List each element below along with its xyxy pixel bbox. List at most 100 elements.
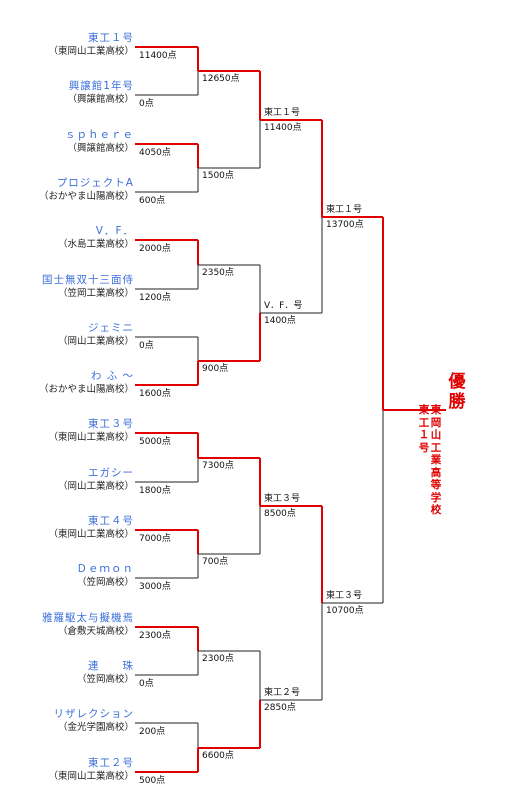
team-name: エガシー: [88, 467, 134, 479]
team-entry: 東工１号 （東岡山工業高校）: [48, 31, 134, 59]
team-entry: V．F． （水島工業高校）: [58, 224, 134, 252]
champion-school-char: 業: [430, 454, 442, 466]
round3-team: V．F．号: [264, 301, 303, 311]
team-score: 4050点: [139, 148, 171, 158]
team-school: （おかやま山陽高校）: [38, 384, 134, 395]
team-school: （岡山工業高校）: [57, 481, 134, 492]
team-name: わ ふ ～: [90, 370, 134, 382]
champion-team-char: １: [418, 429, 430, 441]
team-entry: ｓｐｈｅｒｅ （興譲館高校）: [65, 128, 134, 156]
champion-school-char: 学: [430, 491, 442, 504]
champion-school-name: 東岡山工業高等学校: [430, 404, 442, 517]
team-entry: 連 珠 （笠岡高校）: [77, 659, 134, 687]
round2-score: 6600点: [202, 751, 234, 761]
team-entry: 東工３号 （東岡山工業高校）: [48, 417, 134, 445]
team-entry: 雅羅駆太与擬機焉 （倉敷天城高校）: [42, 611, 134, 639]
team-school: （東岡山工業高校）: [48, 432, 134, 443]
team-school: （金光学園高校）: [57, 722, 134, 733]
team-score: 5000点: [139, 437, 171, 447]
round2-score: 2350点: [202, 268, 234, 278]
team-school: （興譲館高校）: [67, 143, 134, 154]
team-school: （おかやま山陽高校）: [38, 191, 134, 202]
team-score: 200点: [139, 727, 166, 737]
team-score: 1800点: [139, 486, 171, 496]
round3-team: 東工３号: [264, 494, 301, 504]
team-school: （東岡山工業高校）: [48, 46, 134, 57]
round2-score: 900点: [202, 364, 229, 374]
team-school: （倉敷天城高校）: [57, 626, 134, 637]
team-name: 連 珠: [88, 660, 134, 672]
champion-team-char: 号: [418, 441, 430, 454]
champion-team-char: 東: [418, 404, 430, 416]
semifinal-team: 東工３号: [326, 591, 363, 601]
team-name: V．F．: [95, 225, 134, 237]
champion-team-char: 工: [418, 416, 430, 429]
team-score: 1200点: [139, 293, 171, 303]
team-score: 7000点: [139, 534, 171, 544]
champion-school-char: 校: [430, 504, 442, 516]
champion-label: 優勝: [448, 372, 466, 412]
team-entry: エガシー （岡山工業高校）: [58, 466, 134, 494]
round2-score: 2300点: [202, 654, 234, 664]
team-name: 興譲館1年号: [68, 80, 134, 92]
team-score: 3000点: [139, 582, 171, 592]
champion-school-char: 工: [430, 441, 442, 454]
round2-score: 1500点: [202, 171, 234, 181]
round3-score: 8500点: [264, 509, 296, 519]
round3-team: 東工１号: [264, 108, 301, 118]
team-name: リザレクション: [53, 708, 134, 720]
team-school: （岡山工業高校）: [57, 336, 134, 347]
round2-score: 7300点: [202, 461, 234, 471]
team-name: 東工２号: [88, 757, 134, 769]
semifinal-team: 東工１号: [326, 205, 363, 215]
round2-score: 12650点: [202, 74, 240, 84]
team-entry: 東工２号 （東岡山工業高校）: [48, 756, 134, 784]
round3-team: 東工２号: [264, 688, 301, 698]
team-name: 雅羅駆太与擬機焉: [42, 612, 134, 624]
team-score: 1600点: [139, 389, 171, 399]
team-school: （笠岡高校）: [76, 577, 134, 588]
team-entry: ジェミニ （岡山工業高校）: [58, 321, 134, 349]
team-name: 東工４号: [88, 515, 134, 527]
team-name: 国士無双十三面侍: [42, 274, 134, 286]
team-entry: 東工４号 （東岡山工業高校）: [48, 514, 134, 542]
team-score: 2000点: [139, 244, 171, 254]
team-entry: リザレクション （金光学園高校）: [54, 707, 135, 735]
team-school: （興譲館高校）: [67, 94, 134, 105]
team-name: Ｄｅｍｏｎ: [76, 563, 134, 575]
team-entry: Ｄｅｍｏｎ （笠岡高校）: [77, 562, 135, 590]
team-score: 0点: [139, 679, 154, 689]
team-school: （水島工業高校）: [57, 239, 134, 250]
team-score: 600点: [139, 196, 166, 206]
team-score: 500点: [139, 776, 166, 786]
team-school: （東岡山工業高校）: [48, 771, 134, 782]
team-school: （笠岡工業高校）: [57, 288, 134, 299]
champion-school-char: 岡: [430, 416, 442, 429]
round3-score: 2850点: [264, 703, 296, 713]
team-name: 東工１号: [88, 32, 134, 44]
team-name: 東工３号: [88, 418, 134, 430]
team-school: （笠岡高校）: [76, 674, 134, 685]
team-entry: 興譲館1年号 （興譲館高校）: [67, 79, 134, 107]
champion-school-char: 山: [430, 429, 442, 441]
team-score: 0点: [139, 99, 154, 109]
champion-school-char: 高: [430, 466, 442, 479]
team-score: 2300点: [139, 631, 171, 641]
round2-score: 700点: [202, 557, 229, 567]
champion-school-char: 等: [430, 479, 442, 491]
team-name: プロジェクトA: [56, 177, 134, 189]
team-name: ｓｐｈｅｒｅ: [65, 129, 134, 141]
team-school: （東岡山工業高校）: [48, 529, 134, 540]
champion-school-char: 東: [430, 404, 442, 416]
round3-score: 11400点: [264, 123, 302, 133]
semifinal-score: 13700点: [326, 220, 364, 230]
team-entry: わ ふ ～ （おかやま山陽高校）: [39, 369, 134, 397]
team-name: ジェミニ: [88, 322, 134, 334]
team-score: 0点: [139, 341, 154, 351]
team-entry: 国士無双十三面侍 （笠岡工業高校）: [42, 273, 134, 301]
round3-score: 1400点: [264, 316, 296, 326]
semifinal-score: 10700点: [326, 606, 364, 616]
team-entry: プロジェクトA （おかやま山陽高校）: [39, 176, 134, 204]
